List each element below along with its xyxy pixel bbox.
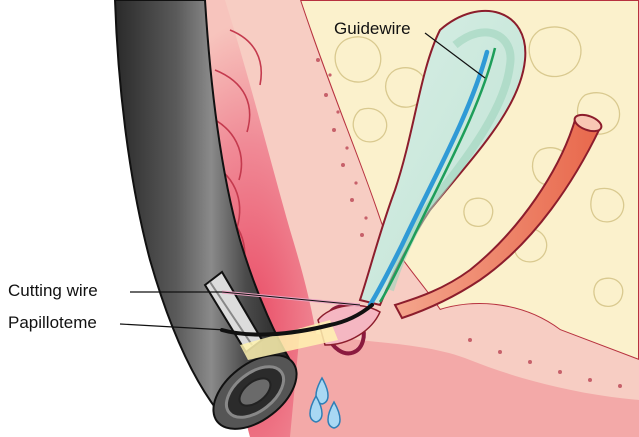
guidewire-label: Guidewire: [334, 19, 411, 39]
papillotome-label: Papilloteme: [8, 313, 97, 333]
cutting-wire-label: Cutting wire: [8, 281, 98, 301]
